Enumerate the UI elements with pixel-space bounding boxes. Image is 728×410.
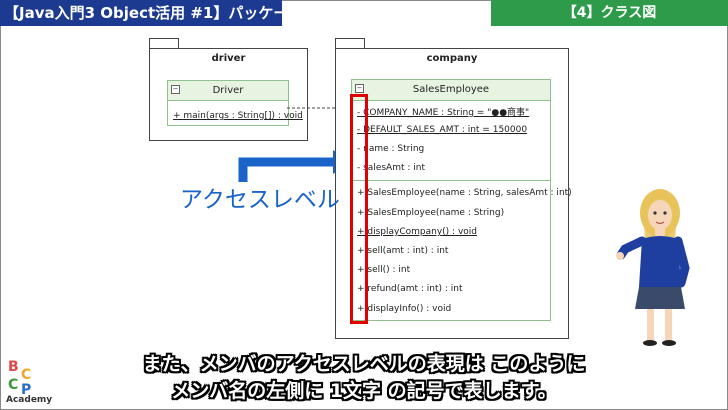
sales-employee-class-name: SalesEmployee — [412, 84, 490, 95]
sales-employee-class: − SalesEmployee - COMPANY_NAME : String … — [351, 79, 572, 321]
method-constructor-two-args: + SalesEmployee(name : String, salesAmt … — [357, 188, 572, 198]
method-display-info: + displayInfo() : void — [357, 304, 452, 314]
lesson-title-banner: 【Java入門3 Object活用 #1】パッケージ — [0, 0, 303, 26]
method-refund: + refund(amt : int) : int — [357, 284, 463, 294]
method-sell: + sell() : int — [357, 265, 411, 275]
sales-employee-class-header: − SalesEmployee — [352, 80, 550, 101]
class-compartment-divider — [352, 180, 550, 181]
field-company-name: - COMPANY_NAME : String = "●●商事" — [357, 108, 530, 118]
section-title-banner: 【4】クラス図 — [491, 0, 728, 26]
field-default-sales-amt: - DEFAULT_SALES_AMT : int = 150000 — [357, 125, 528, 135]
company-package-name: company — [426, 53, 478, 64]
logo-text: Academy — [6, 395, 53, 405]
field-sales-amt: - salesAmt : int — [357, 163, 425, 173]
driver-main-method: + main(args : String[]) : void — [173, 111, 303, 121]
bccp-academy-logo: B C C P — [8, 359, 31, 398]
collapse-icon: − — [171, 85, 180, 94]
access-level-label: アクセスレベル — [180, 187, 340, 213]
caption-line-2: メンバ名の左側に 1文字 の記号で表します。 — [171, 380, 557, 402]
driver-class: − Driver + main(args : String[]) : void — [167, 80, 303, 126]
access-modifier-highlight — [350, 94, 368, 324]
logo-letter-b: B — [8, 359, 19, 375]
logo-letter-c1: C — [21, 367, 31, 383]
logo-letter-p: P — [21, 382, 31, 398]
method-display-company: + displayCompany() : void — [357, 227, 477, 237]
caption-line-1: また、メンバのアクセスレベルの表現は このように — [142, 353, 586, 375]
driver-class-name: Driver — [212, 85, 244, 96]
driver-class-header: − Driver — [168, 81, 288, 101]
logo-letter-c2: C — [8, 377, 18, 393]
field-name: - name : String — [357, 144, 425, 154]
collapse-icon: − — [355, 84, 364, 93]
presenter-illustration — [616, 189, 690, 346]
method-sell-amt: + sell(amt : int) : int — [357, 246, 449, 256]
driver-package-name: driver — [211, 53, 246, 64]
method-constructor-one-arg: + SalesEmployee(name : String) — [357, 208, 505, 218]
